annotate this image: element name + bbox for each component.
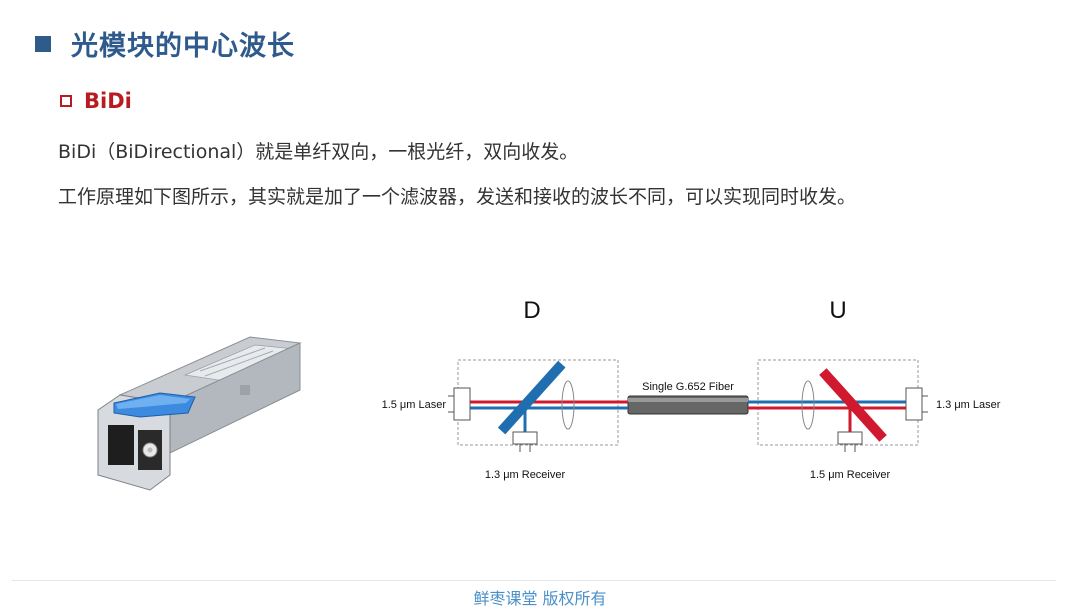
laser-d-module	[453, 387, 471, 421]
paragraph-definition: BiDi（BiDirectional）就是单纤双向，一根光纤，双向收发。	[58, 141, 579, 163]
left-receiver-label: 1.3 μm Receiver	[485, 469, 566, 481]
right-laser-label: 1.3 μm Laser	[936, 399, 1001, 411]
paragraph-principle: 工作原理如下图所示，其实就是加了一个滤波器，发送和接收的波长不同，可以实现同时收…	[58, 186, 857, 208]
section-header: BiDi	[60, 89, 132, 113]
slide-title: 光模块的中心波长	[71, 31, 295, 62]
laser-u-module	[905, 387, 923, 421]
filter-d	[497, 360, 566, 435]
label-d: D	[523, 297, 540, 324]
title-bullet-square	[35, 35, 51, 52]
lens-u	[801, 380, 815, 430]
left-laser-label: 1.5 μm Laser	[382, 399, 447, 411]
receiver-d-module	[512, 431, 538, 445]
section-title: BiDi	[84, 89, 132, 113]
section-bullet-box	[60, 95, 72, 107]
sfp-module-image	[97, 336, 302, 491]
bidi-principle-diagram: D U Single G.652 Fiber 1.5 μm Laser 1.3 …	[382, 297, 1001, 481]
slide-header: 光模块的中心波长	[35, 24, 295, 63]
footer-divider	[12, 580, 1056, 581]
right-receiver-label: 1.5 μm Receiver	[810, 469, 891, 481]
fiber-label: Single G.652 Fiber	[642, 381, 734, 393]
lens-d	[561, 380, 575, 430]
receiver-u-module	[837, 431, 863, 445]
filter-u	[819, 368, 887, 442]
footer-copyright: 鲜枣课堂 版权所有	[473, 589, 607, 608]
label-u: U	[829, 297, 846, 324]
